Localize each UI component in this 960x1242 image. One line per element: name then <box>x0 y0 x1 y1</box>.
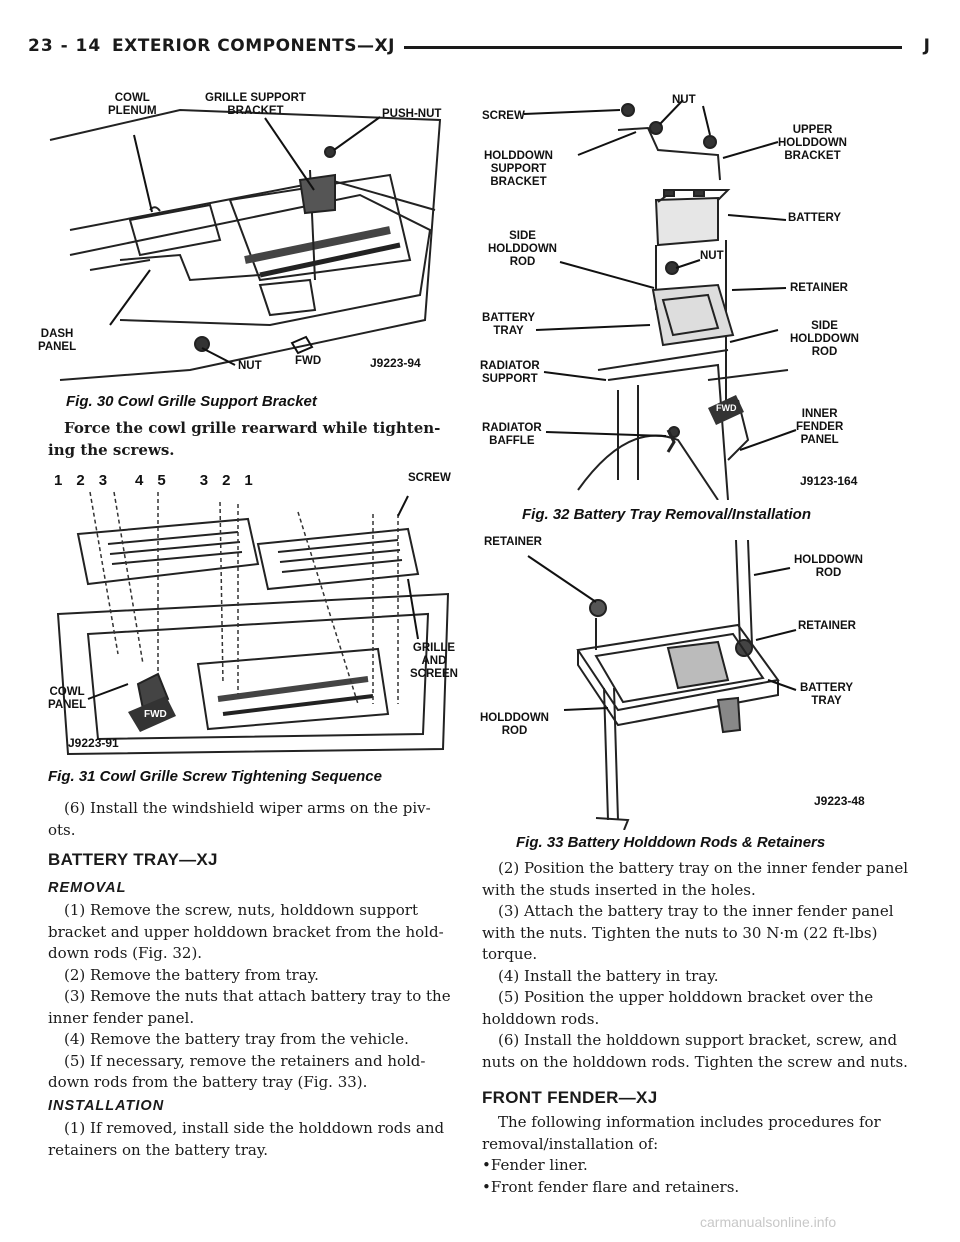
label-upper-holddown-bracket: UPPER HOLDDOWN BRACKET <box>778 124 847 162</box>
section-front-fender: FRONT FENDER—XJ <box>482 1088 658 1107</box>
label-nut-top: NUT <box>672 94 696 106</box>
seq-1: 1 <box>54 472 77 489</box>
label-push-nut: PUSH-NUT <box>382 108 442 120</box>
seq-8: 1 <box>244 472 267 489</box>
page-header: 23 - 14 EXTERIOR COMPONENTS—XJ J <box>28 34 932 64</box>
subsection-removal: REMOVAL <box>48 880 127 896</box>
label-inner-fender-panel: INNER FENDER PANEL <box>796 408 844 446</box>
header-rule <box>404 46 902 49</box>
figure-33: RETAINER HOLDDOWN ROD RETAINER BATTERY T… <box>478 530 918 830</box>
label-screw: SCREW <box>408 472 451 484</box>
label-holddown-rod-left: HOLDDOWN ROD <box>480 712 549 737</box>
bullet-text: Front fender flare and retainers. <box>490 1177 740 1196</box>
seq-6: 3 <box>199 472 223 489</box>
label-nut-mid: NUT <box>700 250 724 262</box>
figure-32-code: J9123-164 <box>800 474 858 488</box>
label-retainer-right: RETAINER <box>798 620 856 632</box>
paragraph-force-grille-text: Force the cowl grille rearward while tig… <box>48 419 441 459</box>
figure-31-code: J9223-91 <box>68 736 119 750</box>
installation-step: (4) Install the battery in tray. <box>498 966 719 985</box>
figure-30-caption: Fig. 30 Cowl Grille Support Bracket <box>66 393 317 410</box>
watermark: carmanualsonline.info <box>700 1214 837 1230</box>
figure-30-drawing <box>49 108 442 381</box>
label-battery: BATTERY <box>788 212 842 224</box>
label-side-holddown-rod-left: SIDE HOLDDOWN ROD <box>488 230 557 268</box>
label-fwd-31: FWD <box>144 709 167 720</box>
label-radiator-baffle: RADIATOR BAFFLE <box>482 422 542 447</box>
figure-33-drawing <box>527 539 797 830</box>
label-battery-tray: BATTERY TRAY <box>482 312 536 337</box>
figure-33-code: J9223-48 <box>814 794 865 808</box>
label-dash-panel: DASH PANEL <box>38 328 77 353</box>
seq-7: 2 <box>222 472 245 489</box>
installation-step: (5) Position the upper holddown bracket … <box>482 988 874 1028</box>
bullet-item: •Fender liner. <box>482 1156 588 1174</box>
figure-33-caption: Fig. 33 Battery Holddown Rods & Retainer… <box>516 834 826 851</box>
figure-32-caption: Fig. 32 Battery Tray Removal/Installatio… <box>522 506 811 523</box>
section-battery-tray: BATTERY TRAY—XJ <box>48 850 218 869</box>
removal-step: (1) Remove the screw, nuts, holddown sup… <box>48 901 444 962</box>
header-letter: J <box>923 36 930 56</box>
installation-step: (6) Install the holddown support bracket… <box>482 1031 908 1071</box>
removal-step: (5) If necessary, remove the retainers a… <box>48 1051 426 1092</box>
figure-32: SCREW NUT UPPER HOLDDOWN BRACKET HOLDDOW… <box>478 80 918 500</box>
installation-step: (2) Position the battery tray on the inn… <box>482 859 909 899</box>
installation-steps-continued: (2) Position the battery tray on the inn… <box>482 858 920 1073</box>
paragraph-force-grille: Force the cowl grille rearward while tig… <box>48 418 458 461</box>
figure-31-drawing <box>56 491 450 756</box>
subsection-installation: INSTALLATION <box>48 1098 165 1114</box>
bullet-item: •Front fender flare and retainers. <box>482 1177 740 1196</box>
removal-step: (2) Remove the battery from tray. <box>64 965 319 984</box>
seq-3: 3 <box>98 472 122 489</box>
label-radiator-support: RADIATOR SUPPORT <box>480 360 540 385</box>
seq-2: 2 <box>76 472 99 489</box>
step-6-install-wiper: (6) Install the windshield wiper arms on… <box>48 798 458 841</box>
header-title: EXTERIOR COMPONENTS—XJ <box>112 36 395 56</box>
label-cowl-panel: COWL PANEL <box>48 686 87 711</box>
label-retainer: RETAINER <box>790 282 848 294</box>
installation-step: (3) Attach the battery tray to the inner… <box>482 902 894 963</box>
removal-step: (4) Remove the battery tray from the veh… <box>64 1030 409 1048</box>
removal-steps: (1) Remove the screw, nuts, holddown sup… <box>48 900 458 1094</box>
bullet-text: Fender liner. <box>490 1156 588 1174</box>
seq-4: 4 <box>135 472 158 489</box>
figure-31-caption: Fig. 31 Cowl Grille Screw Tightening Seq… <box>48 768 382 785</box>
label-fwd: FWD <box>295 355 322 367</box>
label-holddown-support-bracket: HOLDDOWN SUPPORT BRACKET <box>484 150 553 188</box>
page-number: 23 - 14 <box>28 36 102 56</box>
step-6-text: (6) Install the windshield wiper arms on… <box>48 799 431 839</box>
removal-step: (3) Remove the nuts that attach battery … <box>48 987 451 1027</box>
label-nut: NUT <box>238 360 262 372</box>
installation-step-1: (1) If removed, install side the holddow… <box>48 1118 458 1161</box>
figure-32-drawing <box>523 99 797 500</box>
label-retainer-top: RETAINER <box>484 536 542 548</box>
label-screw-32: SCREW <box>482 110 525 122</box>
label-cowl-plenum: COWL PLENUM <box>108 92 157 117</box>
installation-step-text: (1) If removed, install side the holddow… <box>48 1119 445 1159</box>
figure-30-code: J9223-94 <box>370 356 421 370</box>
label-grille-support-bracket: GRILLE SUPPORT BRACKET <box>205 92 306 117</box>
figure-30: COWL PLENUM GRILLE SUPPORT BRACKET PUSH-… <box>30 80 450 390</box>
label-fwd-32: FWD <box>716 403 737 413</box>
seq-5: 5 <box>157 472 180 489</box>
label-battery-tray-33: BATTERY TRAY <box>800 682 854 707</box>
fender-intro-text: The following information includes proce… <box>482 1113 881 1153</box>
fender-bullet-list: •Fender liner. •Front fender flare and r… <box>482 1155 920 1198</box>
label-side-holddown-rod-right: SIDE HOLDDOWN ROD <box>790 320 859 358</box>
label-grille-and-screen: GRILLE AND SCREEN <box>410 642 458 680</box>
label-holddown-rod-right: HOLDDOWN ROD <box>794 554 863 579</box>
fender-intro: The following information includes proce… <box>482 1112 920 1155</box>
